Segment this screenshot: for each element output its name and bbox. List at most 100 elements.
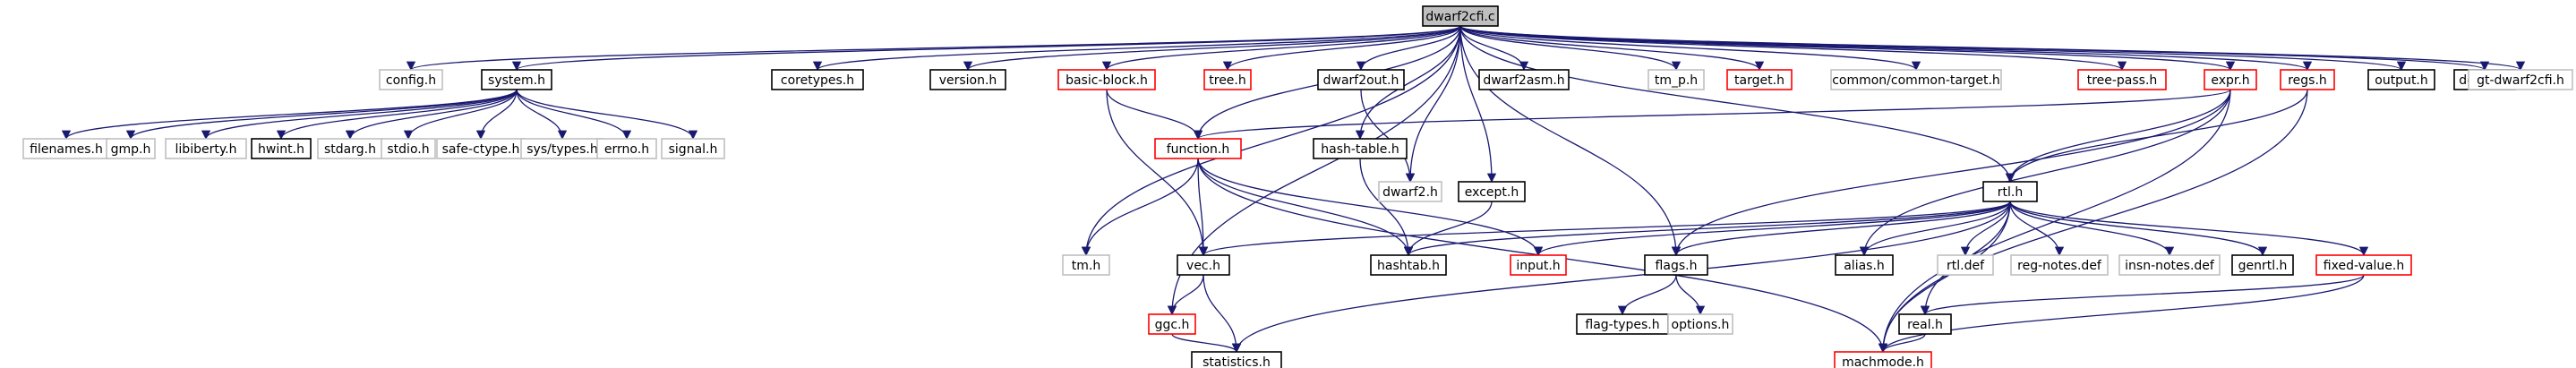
node-label: function.h (1167, 142, 1230, 157)
node-function-h[interactable]: function.h (1154, 138, 1242, 159)
node-statistics-h[interactable]: statistics.h (1191, 351, 1282, 368)
node-flag-types-h[interactable]: flag-types.h (1576, 313, 1669, 335)
edge-dwarf2cfi_c-to-tm_p_h (1459, 25, 1682, 72)
node-hashtab-h[interactable]: hashtab.h (1370, 254, 1447, 276)
node-gt-dwarf2cfi-h: gt-dwarf2cfi.h (2468, 69, 2573, 90)
node-label: dwarf2.h (1382, 185, 1438, 200)
node-real-h[interactable]: real.h (1898, 313, 1952, 335)
node-except-h[interactable]: except.h (1458, 181, 1526, 202)
edge-rtl_h-to-vec_h (1199, 201, 2011, 257)
node-box (2118, 254, 2221, 276)
node-dwarf2out-h[interactable]: dwarf2out.h (1317, 69, 1405, 90)
node-version-h[interactable]: version.h (929, 69, 1006, 90)
node-regs-h[interactable]: regs.h (2280, 69, 2335, 90)
node-insn-notes-def: insn-notes.def (2118, 254, 2221, 276)
edge-basic_block_h-to-vec_h (1106, 89, 1209, 257)
node-rtl-h[interactable]: rtl.h (1982, 181, 2038, 202)
node-box (929, 69, 1006, 90)
node-box (1148, 313, 1196, 335)
node-label: ggc.h (1155, 318, 1190, 332)
edge-except_h-to-hashtab_h (1403, 201, 1493, 257)
edge-rtl_h-to-statistics_h (1231, 201, 2011, 354)
node-box (1370, 254, 1447, 276)
node-label: flags.h (1656, 259, 1698, 273)
edge-dwarf2cfi_c-to-coretypes_h (813, 25, 1461, 72)
edge-dwarf2cfi_c-to-tm_h (1081, 25, 1461, 257)
edge-regs_h-to-rtl_h (2005, 89, 2308, 184)
edge-expr_h-to-flags_h (1671, 89, 2231, 257)
node-box (2077, 69, 2167, 90)
edge-dwarf2cfi_c-to-regs_h (1459, 25, 2312, 72)
node-label: dwarf2cfi.c (1425, 10, 1494, 24)
node-box (1422, 5, 1499, 27)
node-dwarf2cfi-c[interactable]: dwarf2cfi.c (1422, 5, 1499, 27)
edge-dwarf2cfi_c-to-system_h (512, 25, 1461, 72)
node-output-h[interactable]: output.h (2367, 69, 2435, 90)
node-fixed-value-h[interactable]: fixed-value.h (2315, 254, 2412, 276)
edge-system_h-to-gmp_h (125, 89, 518, 141)
node-box (1982, 181, 2038, 202)
node-label: flag-types.h (1585, 318, 1659, 332)
node-basic-block-h[interactable]: basic-block.h (1057, 69, 1156, 90)
edge-dwarf2out_h-to-dwarf2_h (1360, 89, 1416, 184)
edge-rtl_h-to-reg_notes_def (2009, 201, 2065, 257)
node-label: dwarf2asm.h (1483, 73, 1564, 88)
node-box (1830, 69, 2002, 90)
node-flags-h[interactable]: flags.h (1644, 254, 1708, 276)
node-target-h[interactable]: target.h (1726, 69, 1793, 90)
node-box (771, 69, 864, 90)
node-expr-h[interactable]: expr.h (2204, 69, 2257, 90)
node-tree-h[interactable]: tree.h (1203, 69, 1252, 90)
node-label: options.h (1672, 318, 1730, 332)
node-label: tm.h (1072, 259, 1100, 273)
edge-dwarf2cfi_c-to-dwarf2asm_h (1459, 25, 1529, 72)
node-config-h: config.h (379, 69, 443, 90)
node-label: stdio.h (387, 142, 429, 157)
edge-system_h-to-libiberty_h (201, 89, 518, 141)
node-label: errno.h (604, 142, 649, 157)
node-vec-h[interactable]: vec.h (1177, 254, 1230, 276)
node-alias-h[interactable]: alias.h (1835, 254, 1894, 276)
node-tree-pass-h[interactable]: tree-pass.h (2077, 69, 2167, 90)
node-hash-table-h[interactable]: hash-table.h (1313, 138, 1408, 159)
node-label: system.h (488, 73, 545, 88)
node-label: tree.h (1209, 73, 1246, 88)
edge-real_h-to-machmode_h (1878, 333, 1926, 354)
edges-layer (61, 25, 2525, 354)
node-label: output.h (2375, 73, 2428, 88)
node-common-target-h: common/common-target.h (1830, 69, 2002, 90)
node-dwarf2asm-h[interactable]: dwarf2asm.h (1478, 69, 1570, 90)
node-tm-p-h: tm_p.h (1647, 69, 1705, 90)
node-box (165, 138, 247, 159)
edge-dwarf2cfi_c-to-version_h (963, 25, 1461, 72)
node-box (379, 69, 443, 90)
node-errno-h: errno.h (596, 138, 657, 159)
node-box (1667, 313, 1733, 335)
node-label: regs.h (2288, 73, 2327, 88)
node-system-h[interactable]: system.h (481, 69, 552, 90)
node-box (2010, 254, 2109, 276)
node-label: genrtl.h (2238, 259, 2288, 273)
edge-rtl_h-to-flags_h (1671, 201, 2011, 257)
edge-system_h-to-filenames_h (61, 89, 518, 141)
node-label: except.h (1465, 185, 1519, 200)
node-box (1203, 69, 1252, 90)
node-ggc-h[interactable]: ggc.h (1148, 313, 1196, 335)
node-label: statistics.h (1202, 355, 1271, 368)
edge-flags_h-to-options_h (1675, 274, 1706, 316)
node-box (1154, 138, 1242, 159)
node-box (1062, 254, 1110, 276)
edge-system_h-to-hwint_h (276, 89, 518, 141)
node-machmode-h[interactable]: machmode.h (1834, 351, 1932, 368)
node-coretypes-h[interactable]: coretypes.h (771, 69, 864, 90)
node-hwint-h[interactable]: hwint.h (251, 138, 312, 159)
node-box (1510, 254, 1567, 276)
node-genrtl-h[interactable]: genrtl.h (2231, 254, 2294, 276)
node-sys-types-h: sys/types.h (520, 138, 604, 159)
node-input-h[interactable]: input.h (1510, 254, 1567, 276)
node-box (1317, 69, 1405, 90)
edge-vec_h-to-ggc_h (1167, 274, 1204, 316)
edge-system_h-to-signal_h (516, 89, 698, 141)
node-box (661, 138, 725, 159)
node-label: insn-notes.def (2125, 259, 2215, 273)
